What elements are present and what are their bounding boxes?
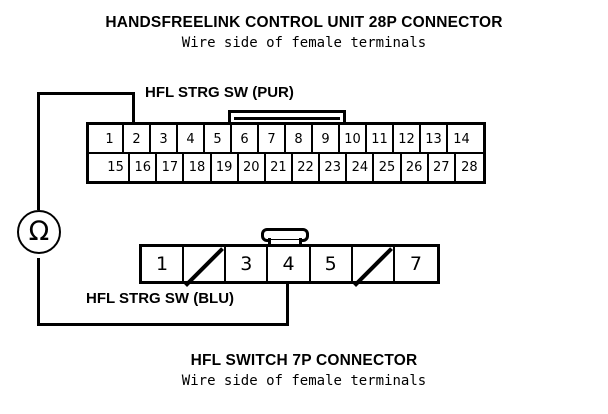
connector-7p-blank-cavity[interactable] (184, 247, 227, 281)
pin-number-label: 25 (378, 160, 396, 175)
pin-number-label: 13 (425, 131, 442, 147)
connector-28p-pin-17[interactable]: 17 (157, 154, 185, 181)
connector-28p-pin-27[interactable]: 27 (428, 154, 456, 181)
connector-28p-pin-23[interactable]: 23 (320, 154, 348, 181)
connector-7p-pin-7[interactable]: 7 (394, 247, 437, 281)
wire-top-horizontal (37, 92, 135, 95)
omega-icon: Ω (28, 216, 50, 247)
hfl-strg-sw-pur-label: HFL STRG SW (PUR) (145, 84, 294, 101)
connector-7p-pin-4[interactable]: 4 (268, 247, 311, 281)
wire-to-pin-2 (132, 92, 135, 128)
pin-number-label: 16 (134, 160, 151, 175)
wire-meter-top-vertical (37, 92, 40, 210)
connector-7p-body: 1 3 4 5 7 (139, 244, 440, 284)
connector-28p-pin-14[interactable]: 14 (448, 125, 475, 153)
pin-number-label: 4 (282, 253, 295, 275)
pin-number-label: 3 (240, 253, 253, 275)
pin-number-label: 23 (324, 160, 341, 175)
connector-28p-pin-11[interactable]: 11 (367, 125, 394, 153)
connector-28p-pin-1[interactable]: 1 (97, 125, 124, 153)
blank-cavity-slash-icon (184, 247, 224, 287)
pin-number-label: 18 (188, 160, 206, 175)
page-title-7p: HFL SWITCH 7P CONNECTOR (190, 352, 418, 369)
ohmmeter-symbol: Ω (17, 210, 61, 254)
connector-28p-pin-24[interactable]: 24 (347, 154, 375, 181)
connector-28p-pin-19[interactable]: 19 (211, 154, 239, 181)
pin-number-label: 11 (371, 131, 388, 147)
connector-28p-pin-21[interactable]: 21 (265, 154, 293, 181)
connector-28p-pin-18[interactable]: 18 (184, 154, 212, 181)
pin-number-label: 12 (398, 131, 415, 147)
pin-number-label: 20 (243, 160, 260, 175)
connector-28p-pin-25[interactable]: 25 (374, 154, 402, 181)
wire-to-pin-4 (286, 283, 289, 326)
pin-number-label: 7 (409, 253, 422, 275)
connector-28p-pin-26[interactable]: 26 (401, 154, 429, 181)
pin-number-label: 14 (453, 131, 470, 147)
connector-28p-bottom-row: 15 16 17 18 19 20 21 22 23 24 25 26 27 28 (103, 154, 483, 181)
page-subtitle-7p: Wire side of female terminals (181, 373, 427, 389)
blank-cavity-slash-icon (353, 247, 393, 287)
pin-number-label: 5 (213, 131, 222, 147)
connector-28p-pin-7[interactable]: 7 (259, 125, 286, 153)
connector-28p-pin-15[interactable]: 15 (103, 154, 131, 181)
connector-28p-pin-22[interactable]: 22 (292, 154, 321, 181)
pin-number-label: 10 (344, 131, 361, 147)
pin-number-label: 21 (270, 160, 287, 175)
connector-28p-row-divider (89, 152, 483, 154)
pin-number-label: 1 (105, 131, 114, 147)
pin-number-label: 2 (132, 131, 141, 147)
page-subtitle-28p: Wire side of female terminals (181, 35, 427, 51)
pin-number-label: 26 (405, 160, 423, 175)
pin-number-label: 24 (351, 160, 369, 175)
connector-28p-right-notch (471, 125, 483, 133)
pin-number-label: 17 (161, 160, 179, 175)
connector-28p-pin-5[interactable]: 5 (205, 125, 232, 153)
connector-7p-pin-5[interactable]: 5 (310, 247, 353, 281)
connector-28p-pin-3[interactable]: 3 (151, 125, 178, 153)
connector-28p-pin-13[interactable]: 13 (421, 125, 448, 153)
wire-bottom-horizontal (37, 323, 289, 326)
wire-meter-bottom-vertical (37, 258, 40, 326)
connector-7p-pin-1[interactable]: 1 (142, 247, 185, 281)
pin-number-label: 7 (267, 131, 276, 147)
pin-number-label: 6 (240, 131, 249, 147)
pin-number-label: 3 (159, 131, 168, 147)
connector-28p-pin-9[interactable]: 9 (313, 125, 340, 153)
pin-number-label: 15 (107, 160, 124, 175)
pin-number-label: 27 (432, 160, 450, 175)
pin-number-label: 5 (324, 253, 337, 275)
connector-28p-pin-8[interactable]: 8 (286, 125, 313, 153)
connector-7p-pin-3[interactable]: 3 (226, 247, 269, 281)
connector-28p-pin-12[interactable]: 12 (394, 125, 421, 153)
connector-7p-blank-cavity[interactable] (352, 247, 395, 281)
pin-number-label: 8 (294, 131, 303, 147)
pin-number-label: 9 (321, 131, 330, 147)
page-title-28p: HANDSFREELINK CONTROL UNIT 28P CONNECTOR (105, 14, 503, 31)
connector-28p-pin-4[interactable]: 4 (178, 125, 205, 153)
connector-28p-pin-10[interactable]: 10 (340, 125, 367, 153)
connector-28p-pin-16[interactable]: 16 (130, 154, 158, 181)
hfl-strg-sw-blu-label: HFL STRG SW (BLU) (86, 290, 235, 307)
pin-number-label: 19 (215, 160, 233, 175)
pin-number-label: 4 (186, 131, 195, 147)
pin-number-label: 22 (297, 160, 314, 175)
connector-28p-left-notch (89, 125, 101, 133)
connector-28p-pin-28[interactable]: 28 (455, 154, 483, 181)
pin-number-label: 28 (461, 160, 478, 175)
connector-28p-pin-2[interactable]: 2 (124, 125, 151, 153)
pin-number-label: 1 (156, 253, 169, 275)
connector-28p-pin-20[interactable]: 20 (238, 154, 266, 181)
connector-28p-pin-6[interactable]: 6 (232, 125, 259, 153)
